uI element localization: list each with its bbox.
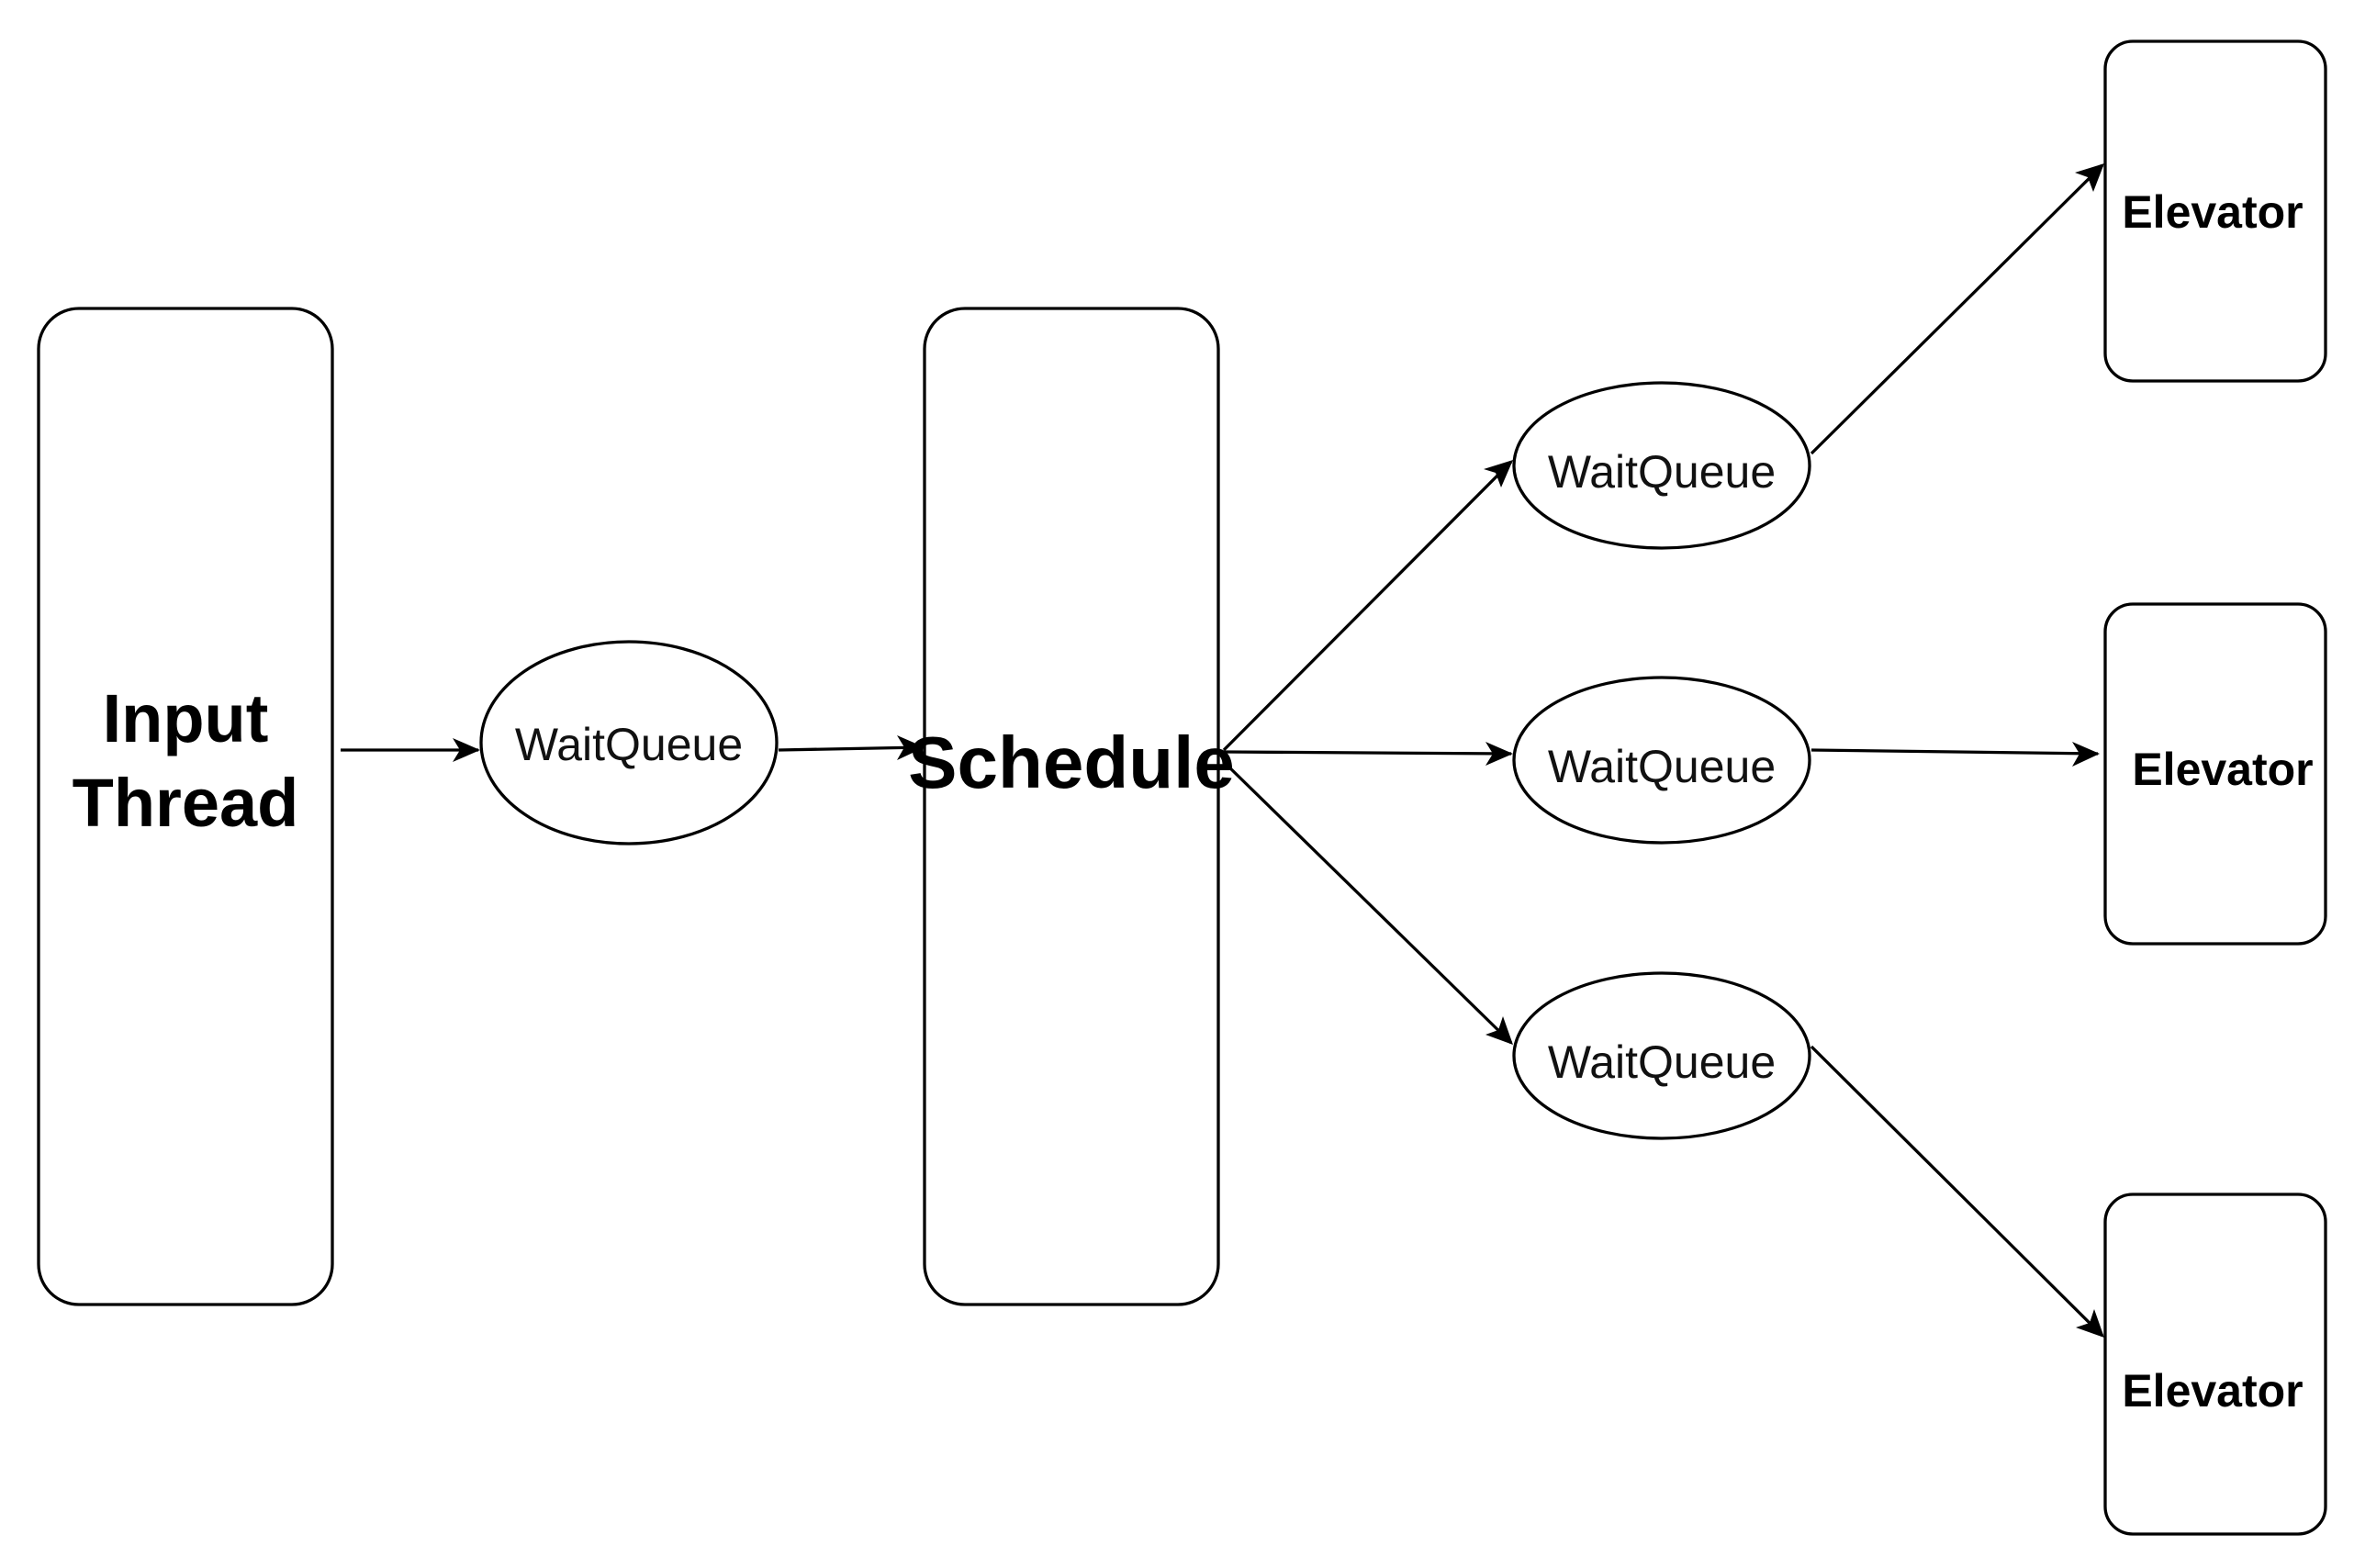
elevator-middle-label: Elevator [2132,744,2313,795]
edge-waitqueue-bottom-to-elevator-bottom [1810,1045,2104,1338]
schedule-label: Schedule [908,722,1235,803]
input-thread-label-line1: Input [103,680,269,756]
edge-schedule-to-waitqueue-middle [1223,750,1512,756]
arrowhead-icon [1484,460,1513,487]
elevator-middle-node: Elevator [2103,602,2327,946]
elevator-bottom-label: Elevator [2122,1365,2303,1417]
waitqueue-main-label: WaitQueue [515,719,743,770]
waitqueue-main-node: WaitQueue [479,640,779,846]
input-thread-node: Input Thread [37,307,334,1306]
elevator-bottom-node: Elevator [2103,1193,2327,1536]
edge-waitqueue-middle-to-elevator-middle [1810,748,2099,756]
waitqueue-middle-label: WaitQueue [1548,741,1776,792]
waitqueue-top-node: WaitQueue [1512,381,1811,550]
waitqueue-bottom-label: WaitQueue [1548,1036,1776,1088]
input-thread-label-line2: Thread [73,765,299,841]
arrowhead-icon [453,738,480,762]
edge-waitqueue-top-to-elevator-top [1810,163,2104,455]
elevator-top-node: Elevator [2103,39,2327,383]
edges [341,163,2104,1338]
arrowhead-icon [1485,742,1513,766]
waitqueue-bottom-node: WaitQueue [1512,971,1811,1140]
elevator-top-label: Elevator [2122,186,2303,238]
arrowhead-icon [2076,1309,2104,1338]
edge-schedule-to-waitqueue-bottom [1222,760,1513,1045]
schedule-node: Schedule [908,307,1235,1306]
waitqueue-top-label: WaitQueue [1548,446,1776,498]
arrowhead-icon [2075,163,2104,192]
arrowhead-icon [2072,742,2100,767]
arrowhead-icon [1485,1016,1513,1045]
waitqueue-middle-node: WaitQueue [1512,676,1811,845]
edge-waitqueue-to-schedule [778,745,924,752]
edge-schedule-to-waitqueue-top [1222,460,1513,752]
arrowhead-icon [897,735,925,760]
arrowheads [453,163,2104,1338]
